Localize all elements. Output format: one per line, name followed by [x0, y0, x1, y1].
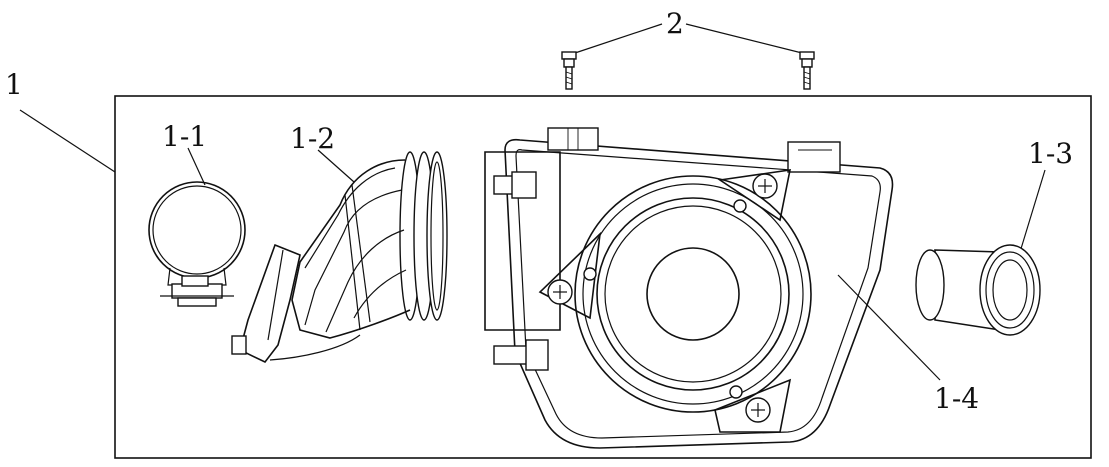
leader-intake-hose	[317, 149, 355, 183]
label-clamp: 1-1	[162, 120, 207, 153]
hose-clamp	[148, 181, 246, 307]
leader-bolt-right	[685, 23, 807, 55]
leader-assembly	[19, 109, 116, 173]
leader-filter-housing	[837, 274, 941, 381]
label-bolts: 2	[666, 7, 684, 40]
assembly-frame	[114, 95, 1092, 459]
label-assembly: 1	[5, 68, 23, 101]
leader-bolt-left	[571, 23, 663, 55]
leader-clamp	[187, 147, 206, 186]
bolt-left	[561, 51, 577, 90]
leader-outlet-pipe	[1019, 169, 1046, 253]
leader-lines	[19, 23, 1046, 381]
bolt-right	[799, 51, 815, 90]
intake-hose	[231, 151, 448, 364]
label-outlet-pipe: 1-3	[1028, 137, 1073, 170]
outlet-pipe	[915, 244, 1041, 336]
filter-housing	[484, 127, 894, 449]
label-intake-hose: 1-2	[290, 122, 335, 155]
label-filter-housing: 1-4	[934, 382, 979, 415]
